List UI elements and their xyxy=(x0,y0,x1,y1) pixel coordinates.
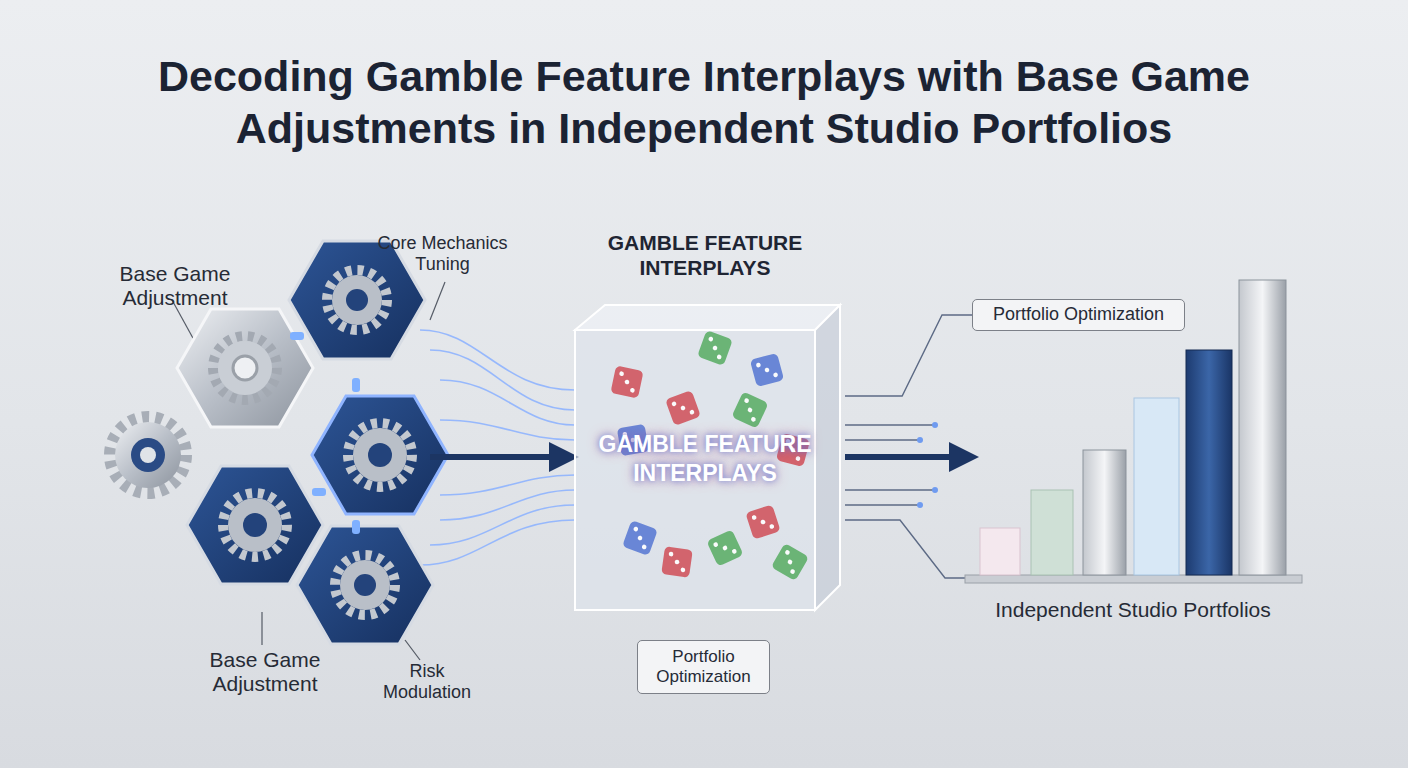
glow-joints xyxy=(290,332,360,534)
illustration-part xyxy=(346,289,368,311)
callout-label: Independent Studio Portfolios xyxy=(958,598,1308,622)
illustration-part xyxy=(845,520,965,578)
illustration-part xyxy=(845,424,935,425)
illustration-part xyxy=(115,422,181,488)
cube-side xyxy=(815,305,840,610)
illustration-part xyxy=(261,612,262,645)
illustration-part xyxy=(420,330,575,390)
illustration-part xyxy=(340,560,390,610)
illustration-part xyxy=(352,378,360,392)
illustration-part xyxy=(354,574,376,596)
flow-arrow xyxy=(845,454,955,460)
illustration-part xyxy=(290,332,304,340)
flow-arrow xyxy=(430,454,555,460)
gamble-cube: GAMBLE FEATURE INTERPLAYSGAMBLE FEATURE … xyxy=(565,300,845,620)
label-box: Portfolio Optimization xyxy=(972,299,1185,331)
illustration-part xyxy=(297,526,433,644)
callout-label: Core Mechanics Tuning xyxy=(365,233,520,274)
illustration-part xyxy=(352,520,360,534)
illustration-part xyxy=(1186,350,1232,575)
callout-label: Risk Modulation xyxy=(372,661,482,702)
box-text: Portfolio Optimization xyxy=(993,304,1164,326)
illustration-part xyxy=(932,422,938,428)
illustration-part xyxy=(312,396,448,514)
cube-top xyxy=(575,305,840,330)
box-text: Portfolio Optimization xyxy=(638,647,769,688)
illustration-part xyxy=(1083,450,1126,575)
illustration-part xyxy=(917,437,923,443)
illustration-part xyxy=(335,555,395,615)
illustration-part xyxy=(932,487,938,493)
illustration-part xyxy=(420,520,575,565)
gear-hex xyxy=(297,526,433,644)
illustration-part xyxy=(228,498,282,552)
illustration-part xyxy=(187,466,323,584)
illustration-part xyxy=(368,443,392,467)
callout-label: Base Game Adjustment xyxy=(190,648,340,696)
illustration-part xyxy=(1239,280,1286,575)
cube-text: GAMBLE FEATURE INTERPLAYS xyxy=(585,430,825,488)
gear xyxy=(110,417,186,493)
callout-label: Base Game Adjustment xyxy=(100,262,250,310)
illustration-part xyxy=(405,640,420,660)
box-text-wrap: Portfolio Optimization xyxy=(993,304,1164,326)
illustration-part xyxy=(289,241,425,359)
illustration-part xyxy=(845,489,935,490)
connector-line xyxy=(845,315,972,396)
illustration-part xyxy=(233,356,257,380)
illustration-part xyxy=(440,380,575,425)
illustration-part xyxy=(917,502,923,508)
illustration-part xyxy=(332,275,382,325)
illustration-part xyxy=(218,341,272,395)
illustration-part xyxy=(430,282,445,320)
gear-hex xyxy=(289,241,425,359)
diagram-title: Decoding Gamble Feature Interplays with … xyxy=(54,50,1354,154)
illustration-part xyxy=(965,575,1302,583)
illustration-part xyxy=(1134,398,1179,575)
illustration-part xyxy=(223,493,287,557)
illustration-part xyxy=(440,490,575,520)
illustration-part xyxy=(327,270,387,330)
illustration-part xyxy=(348,423,412,487)
illustration-part xyxy=(312,488,326,496)
illustration-part xyxy=(110,417,186,493)
gear-hex xyxy=(187,466,323,584)
signal-lines xyxy=(845,425,965,578)
illustration-part xyxy=(440,420,575,440)
illustration-part xyxy=(845,439,920,440)
illustration-part xyxy=(1031,490,1073,575)
illustration-part xyxy=(177,309,313,427)
cube-heading: GAMBLE FEATURE INTERPLAYS xyxy=(565,230,845,280)
box-text-wrap: Portfolio Optimization xyxy=(638,647,769,688)
illustration-part xyxy=(213,336,277,400)
illustration-part xyxy=(430,505,575,545)
gear-hex xyxy=(177,309,313,427)
illustration-part xyxy=(131,438,165,472)
illustration-part xyxy=(140,447,156,463)
illustration-part xyxy=(980,528,1020,575)
line-dots xyxy=(917,422,938,508)
label-box: Portfolio Optimization xyxy=(637,640,770,694)
gear-hex xyxy=(312,396,448,514)
bar-chart xyxy=(965,280,1302,583)
illustration-part xyxy=(845,504,920,505)
illustration-part xyxy=(353,428,407,482)
illustration-part xyxy=(243,513,267,537)
